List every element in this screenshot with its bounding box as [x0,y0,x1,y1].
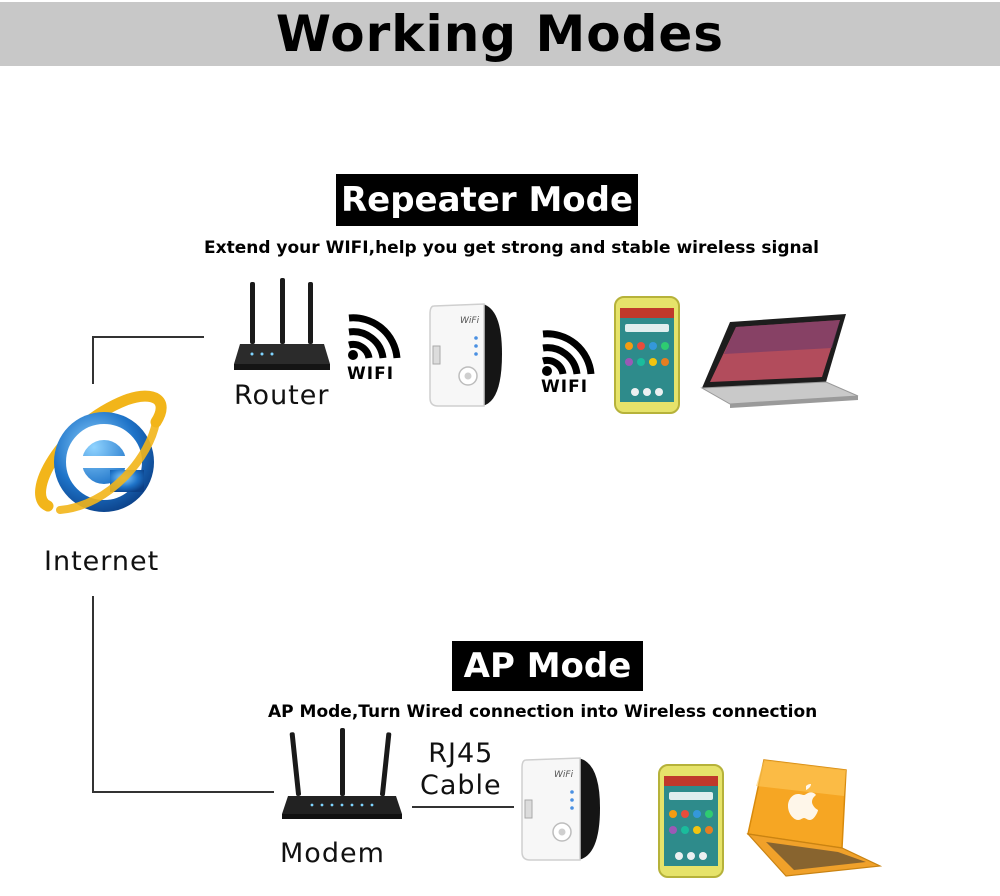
connector-line [92,596,94,792]
modem-label: Modem [280,838,385,869]
rj45-cable-line [412,806,514,808]
internet-explorer-icon [30,386,170,526]
router-label: Router [234,380,330,411]
ap-mode-subtitle: AP Mode,Turn Wired connection into Wirel… [268,702,818,722]
page-title: Working Modes [275,5,725,63]
title-bar: Working Modes [0,2,1000,66]
wifi-signal-icon [345,310,401,362]
laptop-icon [700,310,860,410]
connector-line [92,336,204,338]
smartphone-icon [614,296,680,414]
cable-label-line2: Cable [420,770,502,801]
repeater-mode-title: Repeater Mode [336,174,638,226]
device-brand-text: WiFi [554,770,574,780]
wifi-label: WIFI [347,364,395,384]
wifi-label: WIFI [541,377,589,397]
rj45-cable-label: RJ45 Cable [420,738,502,802]
router-icon [232,278,332,374]
connector-line [92,791,274,793]
internet-label: Internet [44,546,160,577]
device-brand-text: WiFi [460,316,480,326]
wifi-repeater-device: WiFi [424,298,504,410]
connector-line [92,336,94,384]
macbook-icon [746,756,882,882]
ap-mode-title: AP Mode [452,641,643,691]
repeater-mode-subtitle: Extend your WIFI,help you get strong and… [204,238,819,258]
wifi-repeater-device: WiFi [516,752,602,864]
wifi-signal-icon [539,326,595,378]
smartphone-icon [658,764,724,878]
cable-label-line1: RJ45 [428,738,494,769]
modem-icon [282,728,402,828]
